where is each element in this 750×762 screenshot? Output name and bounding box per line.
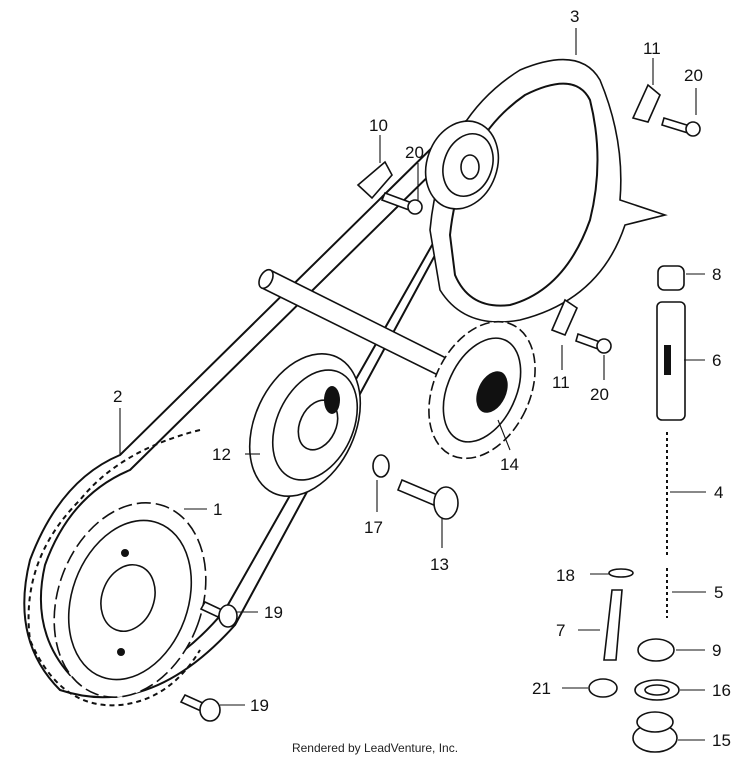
callout-7: 7	[556, 621, 565, 640]
sprocket-14	[428, 320, 536, 460]
sprocket-1	[53, 502, 207, 698]
idler-pulley	[424, 120, 500, 210]
callout-16: 16	[712, 681, 731, 700]
callout-15: 15	[712, 731, 731, 750]
leader-lines	[119, 28, 706, 741]
callout-17: 17	[364, 518, 383, 537]
chain-case	[429, 58, 668, 323]
callout-13: 13	[430, 555, 449, 574]
callout-10: 10	[369, 116, 388, 135]
callout-2: 2	[113, 387, 122, 406]
callout-14: 14	[500, 455, 519, 474]
callout-3: 3	[570, 7, 579, 26]
callout-1: 1	[213, 500, 222, 519]
callout-11-upper: 11	[643, 39, 661, 58]
callout-20-left: 20	[405, 143, 424, 162]
callout-12: 12	[212, 445, 231, 464]
callout-labels: 3 11 20 10 20 8 6 11 20 2 12 14 4 1 17 1…	[113, 7, 731, 750]
callout-19-upper: 19	[264, 603, 283, 622]
callout-6: 6	[712, 351, 721, 370]
pulley-12	[248, 353, 362, 497]
hardware	[179, 83, 701, 753]
callout-21: 21	[532, 679, 551, 698]
callout-8: 8	[712, 265, 721, 284]
callout-18: 18	[556, 566, 575, 585]
drive-shaft	[258, 268, 462, 384]
callout-5: 5	[714, 583, 723, 602]
callout-9: 9	[712, 641, 721, 660]
callout-19-lower: 19	[250, 696, 269, 715]
callout-20-lower: 20	[590, 385, 609, 404]
callout-20-upper: 20	[684, 66, 703, 85]
footer-credit: Rendered by LeadVenture, Inc.	[291, 741, 459, 755]
callout-11-lower: 11	[552, 373, 570, 392]
callout-4: 4	[714, 483, 723, 502]
